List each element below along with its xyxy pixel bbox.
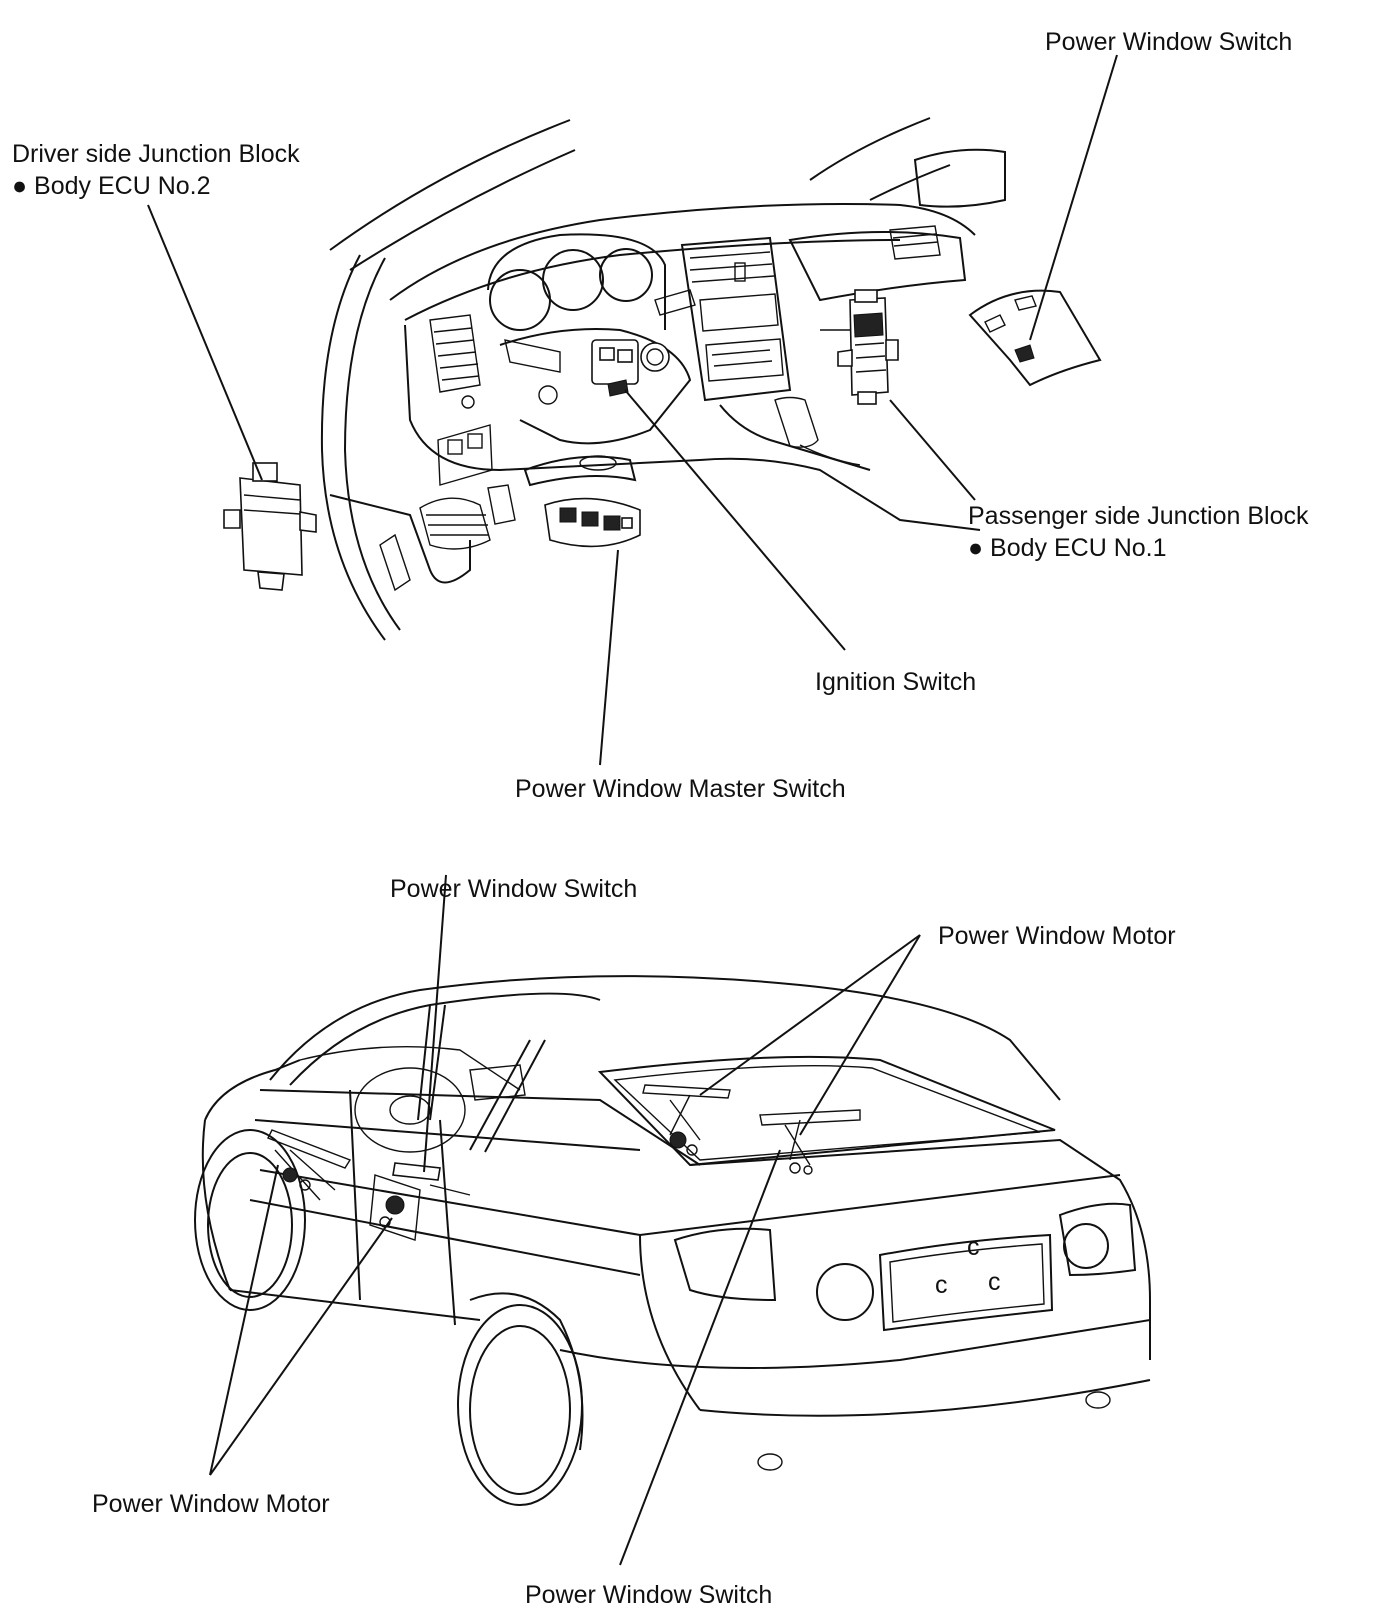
label-driver-junction-block: Driver side Junction Block — [12, 140, 300, 168]
power-window-switch-part-top — [968, 289, 1102, 387]
label-power-window-motor-left: Power Window Motor — [92, 1490, 330, 1518]
leader-motor-right-1 — [699, 934, 921, 1096]
label-ignition-switch: Ignition Switch — [815, 668, 976, 696]
label-power-window-switch-mid: Power Window Switch — [390, 875, 637, 903]
power-window-master-switch-part — [544, 497, 641, 548]
label-body-ecu-2: ● Body ECU No.2 — [12, 172, 211, 200]
leader-master-switch — [599, 549, 619, 766]
passenger-junction-block-part — [837, 289, 899, 405]
label-power-window-master-switch: Power Window Master Switch — [515, 775, 846, 803]
label-body-ecu-1: ● Body ECU No.1 — [968, 534, 1167, 562]
leader-ignition-switch — [624, 389, 846, 651]
power-window-motor-part-rear — [369, 1174, 471, 1241]
dashboard-illustration — [223, 117, 1102, 641]
plate-mark-2: c — [935, 1271, 948, 1299]
power-window-motor-part-front — [267, 1129, 352, 1201]
leader-motor-left-2 — [209, 1217, 393, 1476]
leader-pw-switch-mid — [423, 874, 447, 1173]
ignition-switch-part — [591, 339, 670, 397]
leader-motor-right-2 — [799, 934, 921, 1136]
labels: Power Window Switch Driver side Junction… — [12, 28, 1309, 1609]
label-power-window-switch-bottom: Power Window Switch — [525, 1581, 772, 1609]
leader-pw-switch-bottom — [619, 1149, 781, 1566]
power-window-motor-part-right-front — [642, 1084, 731, 1156]
label-power-window-switch-top: Power Window Switch — [1045, 28, 1292, 56]
leader-pw-switch-top — [1029, 54, 1118, 341]
driver-junction-block-part — [223, 462, 317, 591]
power-window-switch-part-door — [392, 1162, 441, 1181]
plate-mark-1: c — [967, 1233, 980, 1261]
label-passenger-junction-block: Passenger side Junction Block — [968, 502, 1309, 530]
leader-lines — [147, 54, 1118, 1566]
vehicle-illustration: c c c — [194, 975, 1151, 1506]
power-window-motor-part-right-rear — [759, 1109, 861, 1175]
leader-motor-left-1 — [209, 1164, 279, 1476]
leader-driver-jb — [147, 204, 263, 481]
plate-mark-3: c — [988, 1268, 1001, 1296]
label-power-window-motor-right: Power Window Motor — [938, 922, 1176, 950]
leader-passenger-jb — [889, 399, 976, 501]
